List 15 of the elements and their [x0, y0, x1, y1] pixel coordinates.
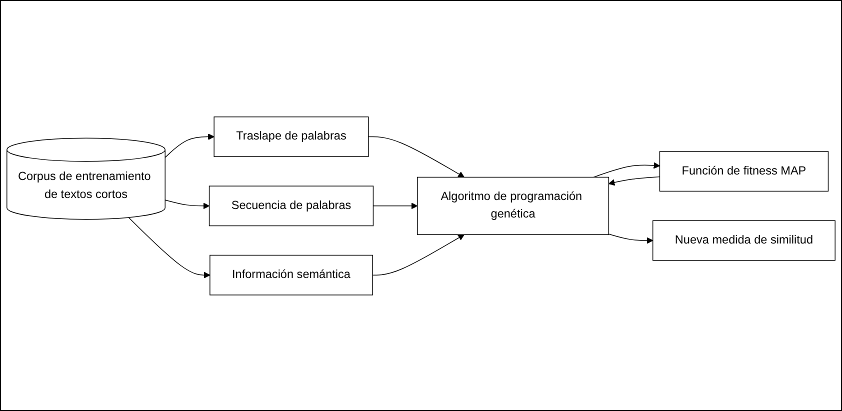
- arrow: [372, 202, 418, 209]
- arrow: [368, 136, 464, 178]
- arrow: [372, 234, 464, 276]
- node-box: Secuencia de palabras: [208, 185, 374, 226]
- arrow: [608, 233, 654, 244]
- node-box: Nueva medida de similitud: [652, 220, 836, 260]
- node-box: Traslape de palabras: [214, 116, 369, 157]
- arrow: [164, 133, 214, 158]
- node-box: Función de fitness MAP: [659, 150, 829, 192]
- node-box: Algoritmo de programación genética: [417, 176, 610, 235]
- arrow: [128, 216, 210, 278]
- arrow: [608, 176, 660, 186]
- arrow: [593, 162, 660, 178]
- node-box: Información semántica: [210, 254, 373, 295]
- arrow: [164, 199, 210, 209]
